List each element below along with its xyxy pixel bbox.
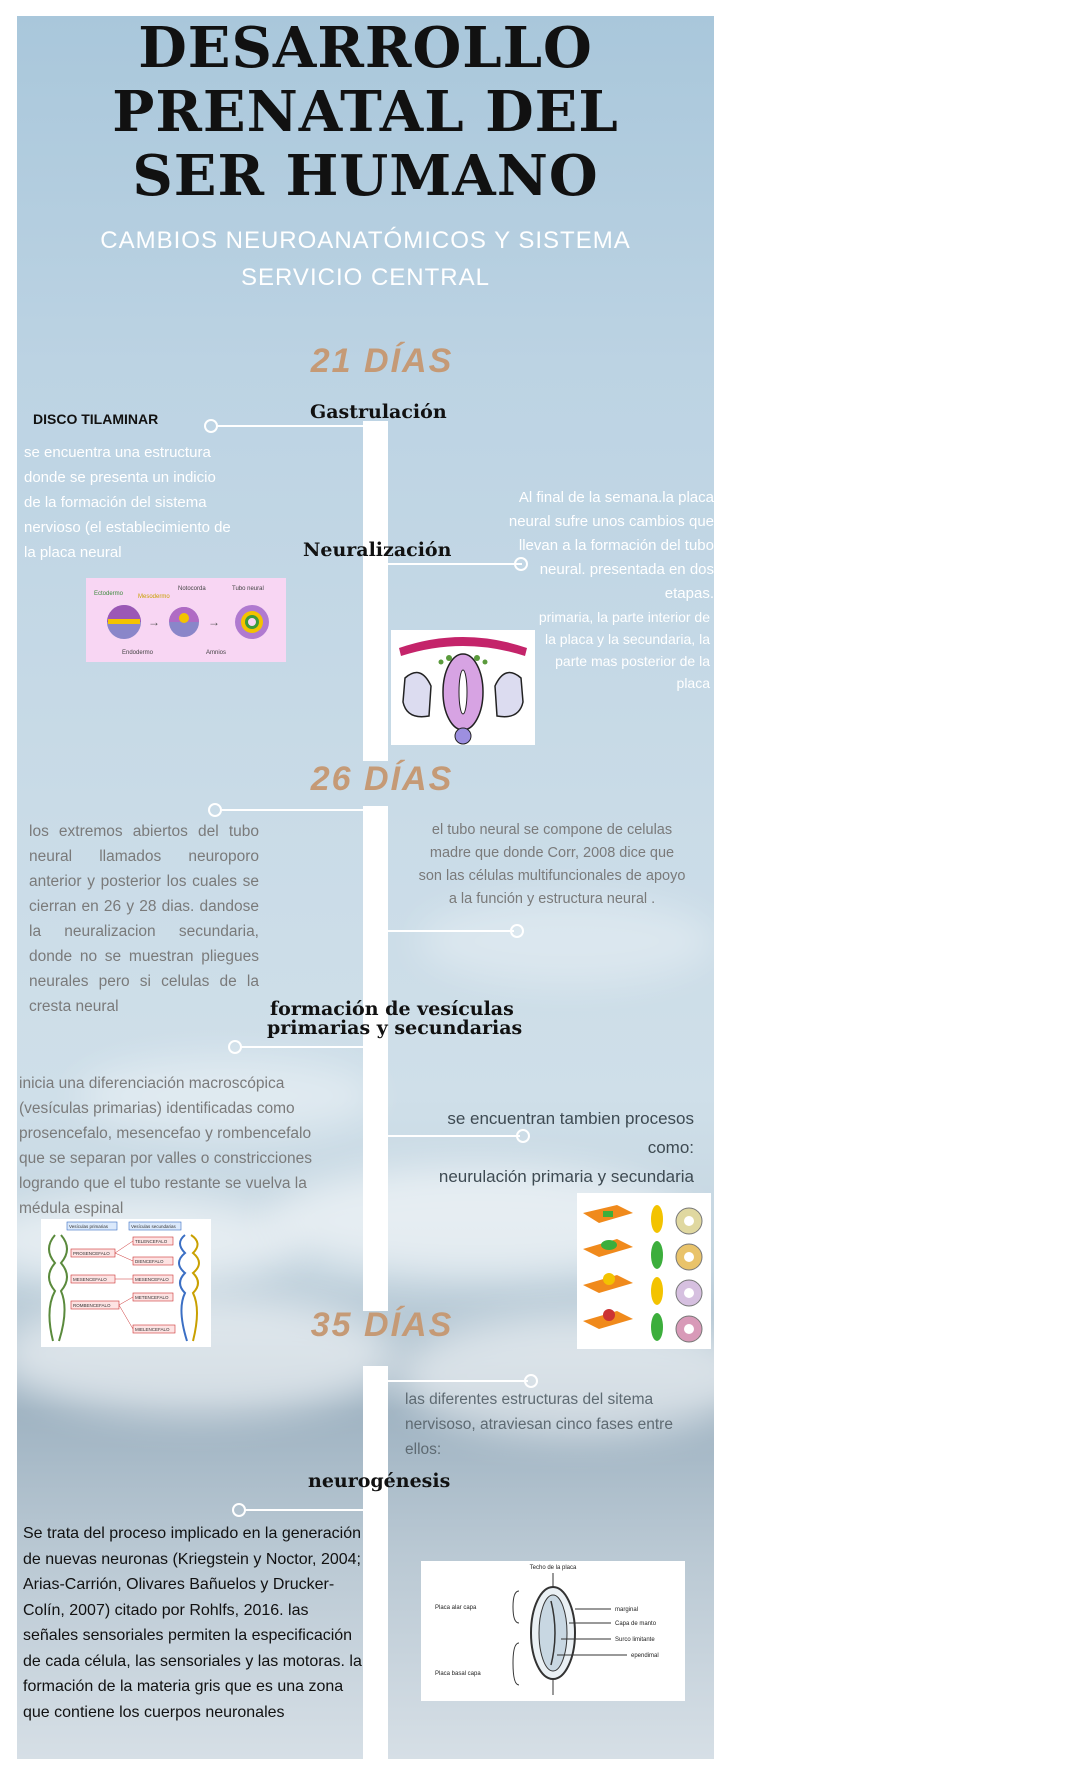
vesiculas-right-line: como: [647, 1138, 694, 1157]
figure-label: DIENCEFALO [135, 1259, 164, 1264]
connector-line [245, 1509, 363, 1511]
connector-line [388, 930, 514, 932]
spinal-cord-figure: Techo de la placa Placa alar capa Placa … [421, 1561, 685, 1701]
timeline-node [232, 1503, 246, 1517]
day35-text: las diferentes estructuras del sitema ne… [405, 1391, 673, 1458]
neurulation-figure [577, 1193, 711, 1349]
figure-label: marginal [615, 1607, 638, 1613]
figure-label: Capa de manto [615, 1621, 657, 1627]
disco-tilaminar-heading: DISCO TILAMINAR [33, 411, 159, 427]
timeline-node [514, 557, 528, 571]
timeline-node [228, 1040, 242, 1054]
figure-label: PROSENCEFALO [73, 1251, 110, 1256]
timeline-node [516, 1129, 530, 1143]
timeline-node [510, 924, 524, 938]
timeline-bar [363, 1366, 388, 1759]
vesiculas-left-text: inicia una diferenciación macroscópica (… [19, 1075, 312, 1217]
page-subtitle: CAMBIOS NEUROANATÓMICOS Y SISTEMA SERVIC… [100, 227, 631, 291]
page-title: DESARROLLO PRENATAL DEL SER HUMANO [17, 16, 714, 208]
figure-label: Vesículas secundarias [131, 1224, 177, 1229]
figure-label: Surco limitante [615, 1637, 655, 1643]
svg-text:→: → [148, 615, 160, 629]
figure-label: ependimal [631, 1653, 659, 1659]
connector-line [221, 809, 363, 811]
figure-label: Vesículas primarias [69, 1224, 109, 1229]
figure-label: Tubo neural [232, 586, 264, 592]
figure-label: ROMBENCEFALO [73, 1303, 111, 1308]
vesicles-figure: Vesículas primarias Vesículas secundaria… [41, 1219, 211, 1347]
stage-vesiculas: formación de vesículas primarias y secun… [267, 998, 523, 1039]
vesiculas-right-line: se encuentran tambien procesos [447, 1109, 694, 1128]
neuralizacion-text-2: primaria, la parte interior de la placa … [538, 609, 710, 691]
timeline-bar [363, 421, 388, 761]
title-line: SER HUMANO [132, 143, 599, 209]
connector-line [388, 563, 522, 565]
neural-tube-figure [391, 630, 535, 745]
figure-label: Placa alar capa [435, 1605, 477, 1611]
day26-right-text: el tubo neural se compone de celulas mad… [418, 822, 686, 907]
neurogenesis-text: Se trata del proceso implicado en la gen… [23, 1525, 362, 1721]
figure-label: Techo de la placa [530, 1565, 577, 1571]
day26-left-text: los extremos abiertos del tubo neural ll… [29, 823, 259, 1015]
stage-gastrulacion: Gastrulación [310, 401, 447, 423]
connector-line [388, 1380, 528, 1382]
gastrulation-figure: Ectodermo Mesodermo Notocorda Tubo neura… [86, 578, 286, 662]
day-21-heading: 21 DÍAS [310, 342, 454, 380]
title-line: PRENATAL DEL [112, 79, 619, 145]
stage-neuralizacion: Neuralización [303, 539, 452, 561]
svg-text:→: → [208, 615, 220, 629]
vesiculas-right-line: neurulación primaria y secundaria [438, 1167, 694, 1186]
figure-label: Endodermo [122, 650, 154, 656]
timeline-bar [363, 806, 388, 1311]
figure-label: MESENCEFALO [73, 1277, 107, 1282]
figure-label: Ectodermo [94, 591, 124, 597]
day-35-heading: 35 DÍAS [310, 1306, 454, 1344]
figure-label: MIELENCEFALO [135, 1327, 170, 1332]
cloud-decoration [77, 1056, 377, 1136]
stage-vesiculas-line: primarias y secundarias [267, 1017, 523, 1039]
stage-neurogenesis: neurogénesis [308, 1470, 451, 1492]
figure-label: Placa basal capa [435, 1671, 481, 1677]
cloud-decoration [417, 896, 714, 986]
connector-line [217, 425, 363, 427]
figure-label: Amnios [206, 650, 226, 656]
connector-line [388, 1135, 520, 1137]
figure-label: METENCEFALO [135, 1295, 169, 1300]
figure-label: Mesodermo [138, 594, 170, 600]
timeline-node [204, 419, 218, 433]
figure-label: Notocorda [178, 586, 206, 592]
stage-vesiculas-line: formación de vesículas [270, 998, 514, 1020]
figure-label: MESENCEFALO [135, 1277, 169, 1282]
title-line: DESARROLLO [138, 16, 593, 81]
connector-line [241, 1046, 363, 1048]
infographic-poster: DESARROLLO PRENATAL DEL SER HUMANO CAMBI… [17, 16, 714, 1759]
timeline-node [524, 1374, 538, 1388]
figure-label: TELENCEFALO [135, 1239, 168, 1244]
timeline-node [208, 803, 222, 817]
day-26-heading: 26 DÍAS [310, 760, 454, 798]
gastrulacion-text: se encuentra una estructura donde se pre… [24, 444, 231, 561]
vesiculas-right-text: se encuentran tambien procesos como: neu… [407, 1104, 694, 1191]
neuralizacion-text: Al final de la semana.la placa neural su… [508, 489, 714, 602]
